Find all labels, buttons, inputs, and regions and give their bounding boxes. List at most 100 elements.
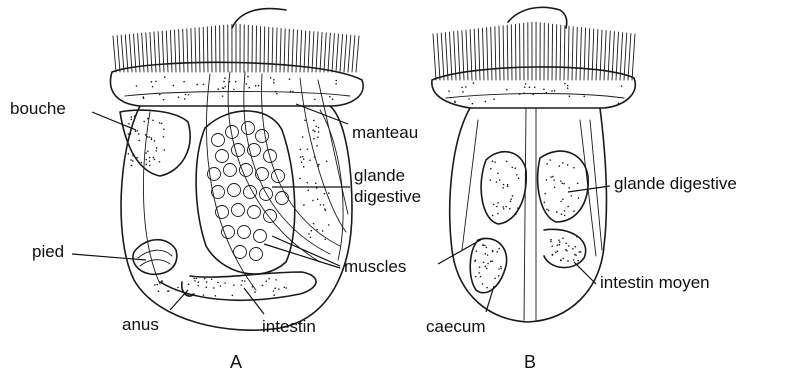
stipple-dot <box>552 254 554 256</box>
stipple-dot <box>164 76 166 78</box>
stipple-dot <box>220 285 222 287</box>
stipple-dot <box>555 252 557 254</box>
gland-cell <box>260 188 273 201</box>
stipple-dot <box>131 119 133 121</box>
tentacle <box>191 28 192 72</box>
stipple-dot <box>557 244 559 246</box>
tentacle <box>166 31 168 72</box>
stipple-dot <box>247 76 249 78</box>
stipple-dot <box>515 213 517 215</box>
stipple-dot <box>312 130 314 132</box>
stipple-dot <box>518 177 520 179</box>
stipple-dot <box>196 84 198 86</box>
stipple-dot <box>315 182 317 184</box>
leader-bouche <box>92 112 136 130</box>
stipple-dot <box>572 248 574 250</box>
stipple-dot <box>505 206 507 208</box>
gland-cell <box>222 226 235 239</box>
stipple-dot <box>565 242 567 244</box>
stipple-dot <box>203 84 205 86</box>
gland-cell <box>228 184 241 197</box>
stipple-dot <box>544 193 546 195</box>
stipple-dot <box>311 230 313 232</box>
stipple-dot <box>476 250 478 252</box>
body-outline-b <box>450 108 607 322</box>
stipple-dot <box>304 120 306 122</box>
stipple-dot <box>128 123 130 125</box>
stipple-dot <box>246 83 248 85</box>
stipple-dot <box>314 130 316 132</box>
stipple-dot <box>328 224 330 226</box>
stipple-dot <box>516 174 518 176</box>
stipple-dot <box>182 291 184 293</box>
stipple-dot <box>324 193 326 195</box>
tentacle <box>129 34 132 72</box>
stipple-dot <box>551 90 553 92</box>
stipple-dot <box>514 167 516 169</box>
stipple-dot <box>578 197 580 199</box>
stipple-dot <box>192 294 194 296</box>
stipple-dot <box>316 145 318 147</box>
stipple-dot <box>621 85 623 87</box>
stipple-dot <box>472 103 474 105</box>
tentacle <box>324 33 326 72</box>
tentacle <box>216 26 217 72</box>
stipple-dot <box>177 287 179 289</box>
stipple-dot <box>322 230 324 232</box>
stipple-dot <box>134 115 136 117</box>
stipple-dot <box>262 285 264 287</box>
stipple-dot <box>562 258 564 260</box>
stipple-dot <box>154 284 156 286</box>
stipple-dot <box>161 281 163 283</box>
gland-cell <box>232 144 245 157</box>
stipple-dot <box>506 161 508 163</box>
muscle-band-b1 <box>590 120 602 250</box>
stipple-dot <box>149 157 151 159</box>
gland-cell <box>212 134 225 147</box>
stipple-dot <box>499 179 501 181</box>
stipple-dot <box>232 295 234 297</box>
tentacle <box>150 32 152 72</box>
stipple-dot <box>146 136 148 138</box>
label-glande-digestive-b: glande digestive <box>614 175 737 192</box>
stipple-dot <box>128 145 130 147</box>
stipple-dot <box>485 101 487 103</box>
tentacle <box>170 30 172 72</box>
stipple-dot <box>484 266 486 268</box>
tentacle <box>348 35 351 72</box>
stipple-dot <box>324 239 326 241</box>
stipple-dot <box>130 116 132 118</box>
stipple-dot <box>497 213 499 215</box>
stipple-dot <box>134 117 136 119</box>
stipple-dot <box>188 284 190 286</box>
muscle-band-a1 <box>228 72 320 262</box>
stipple-dot <box>217 282 219 284</box>
stipple-dot <box>525 83 527 85</box>
tentacle <box>199 28 200 72</box>
stipple-dot <box>136 130 138 132</box>
trailing-filament-b <box>508 7 567 28</box>
tentacle <box>113 36 116 72</box>
stipple-dot <box>128 153 130 155</box>
tentacle <box>499 26 500 80</box>
stipple-dot <box>173 85 175 87</box>
stipple-dot <box>468 98 470 100</box>
stipple-dot <box>303 166 305 168</box>
tentacle <box>280 28 281 72</box>
tentacle <box>564 26 565 80</box>
stipple-dot <box>314 98 316 100</box>
stipple-dot <box>498 275 500 277</box>
tentacle <box>576 27 577 80</box>
tentacle <box>445 33 448 80</box>
stipple-dot <box>136 157 138 159</box>
stipple-dot <box>168 290 170 292</box>
label-anus: anus <box>122 316 159 333</box>
tentacle <box>195 28 196 72</box>
tentacle <box>482 28 484 80</box>
tentacle <box>568 26 569 80</box>
stipple-dot <box>577 182 579 184</box>
leader-manteau <box>296 104 348 124</box>
stipple-dot <box>149 165 151 167</box>
tentacle <box>584 28 586 80</box>
stipple-dot <box>474 260 476 262</box>
